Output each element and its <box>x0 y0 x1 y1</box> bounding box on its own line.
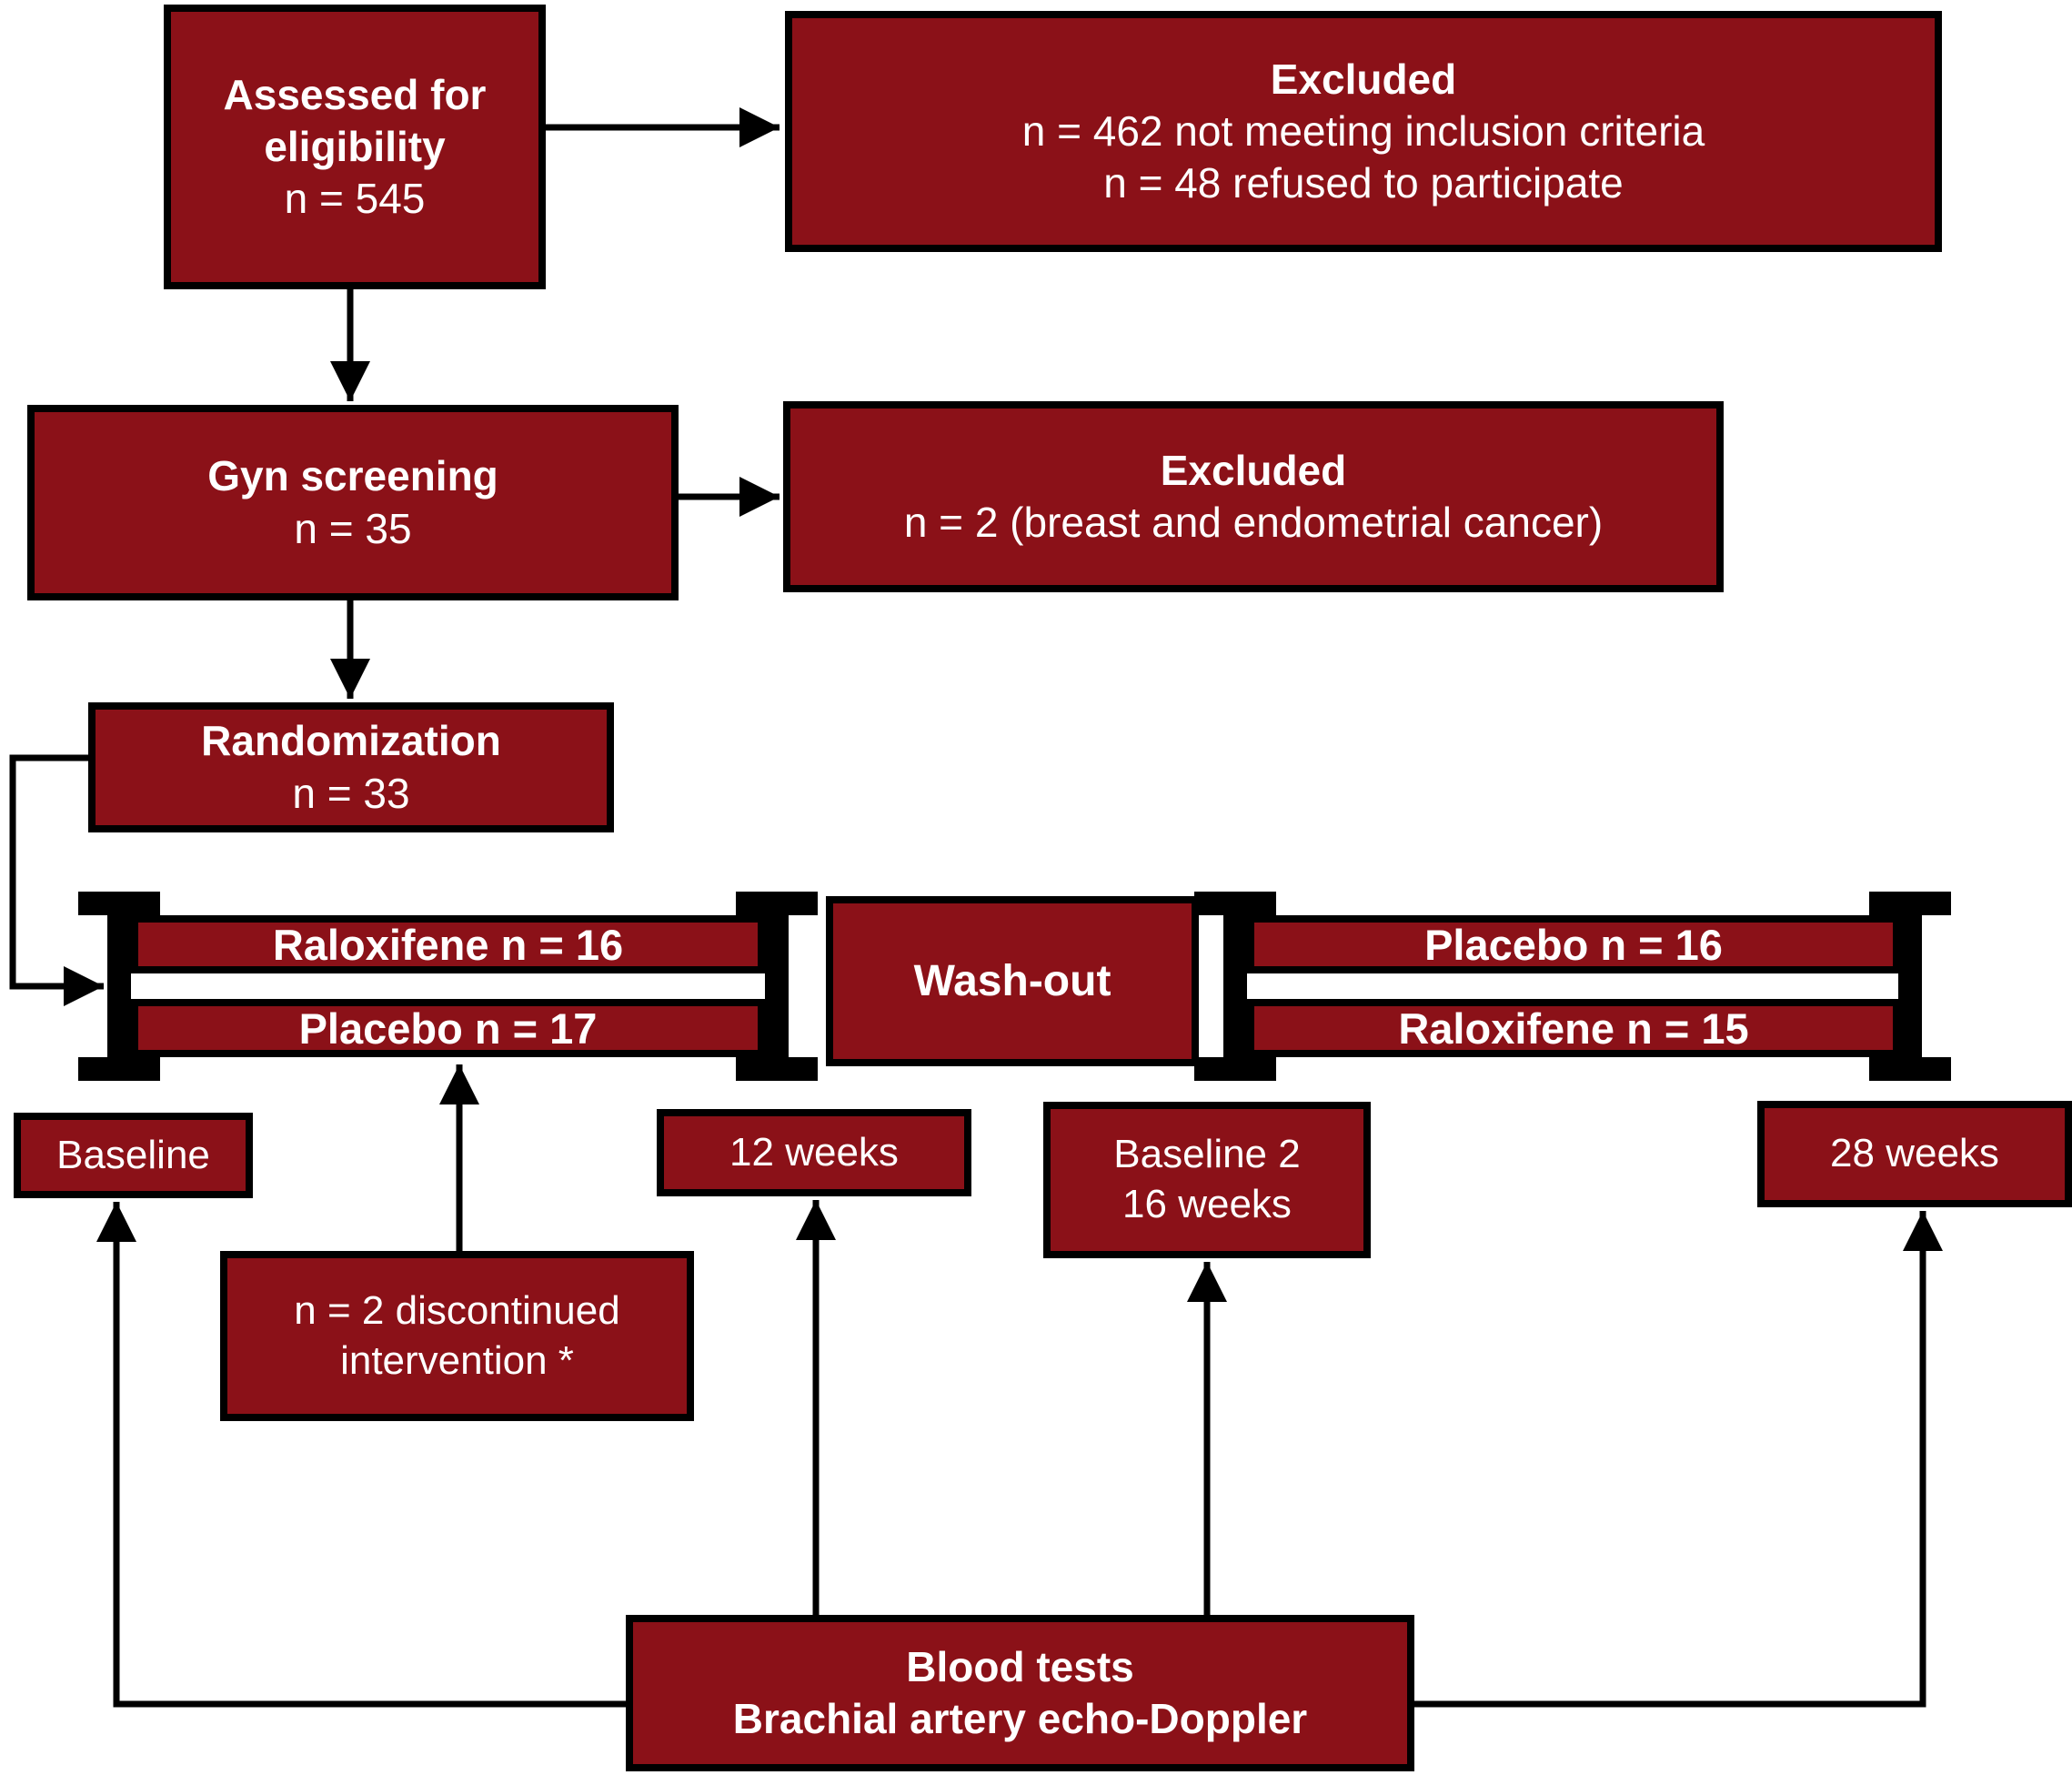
assessed-heading-line2: eligibility <box>264 122 446 170</box>
raloxifene-15-label: Raloxifene n = 15 <box>1398 1003 1749 1053</box>
placebo-17-bar: Placebo n = 17 <box>131 999 765 1057</box>
randomization-heading: Randomization <box>201 717 501 765</box>
right-group-left-bracket-cap-bottom <box>1194 1057 1276 1081</box>
excluded2-detail: n = 2 (breast and endometrial cancer) <box>903 499 1604 546</box>
baseline2-box: Baseline 2 16 weeks <box>1043 1102 1371 1258</box>
right-group-left-bracket-cap-top <box>1194 892 1276 915</box>
placebo-17-label: Placebo n = 17 <box>298 1003 598 1053</box>
left-group-left-bracket-cap-bottom <box>78 1057 160 1081</box>
left-group-left-bracket-cap-top <box>78 892 160 915</box>
gyn-count: n = 35 <box>294 504 412 552</box>
washout-box: Wash-out <box>826 896 1199 1066</box>
randomization-box: Randomization n = 33 <box>88 702 614 832</box>
assessed-eligibility-box: Assessed for eligibility n = 545 <box>164 5 546 289</box>
week28-label: 28 weeks <box>1830 1131 1999 1176</box>
raloxifene-16-bar: Raloxifene n = 16 <box>131 915 765 973</box>
arrow-bloodtests-to-week28 <box>1414 1211 1943 1708</box>
week28-box: 28 weeks <box>1757 1101 2072 1207</box>
excluded1-heading: Excluded <box>1270 55 1457 103</box>
placebo-16-bar: Placebo n = 16 <box>1247 915 1900 973</box>
discontinued-line2: intervention * <box>340 1337 574 1383</box>
discontinued-line1: n = 2 discontinued <box>294 1287 620 1333</box>
arrow-randomization-to-arms <box>9 754 104 1006</box>
baseline2-line2: 16 weeks <box>1122 1182 1292 1226</box>
excluded1-detail1: n = 462 not meeting inclusion criteria <box>1021 106 1705 155</box>
left-group-right-bracket-bar <box>765 892 789 1081</box>
excluded2-heading: Excluded <box>1160 446 1347 494</box>
arrow-bloodtests-to-baseline <box>96 1202 626 1708</box>
right-group-right-bracket-bar <box>1898 892 1922 1081</box>
placebo-16-label: Placebo n = 16 <box>1424 920 1723 969</box>
excluded1-detail2: n = 48 refused to participate <box>1103 159 1624 207</box>
blood-tests-line2: Brachial artery echo-Doppler <box>732 1695 1308 1742</box>
right-group-right-bracket-cap-bottom <box>1869 1057 1951 1081</box>
assessed-heading-line1: Assessed for <box>223 70 487 118</box>
blood-tests-box: Blood tests Brachial artery echo-Doppler <box>626 1615 1414 1771</box>
discontinued-box: n = 2 discontinued intervention * <box>220 1251 694 1421</box>
week12-label: 12 weeks <box>729 1129 899 1175</box>
left-group-right-bracket-cap-top <box>736 892 818 915</box>
gyn-heading: Gyn screening <box>207 452 498 500</box>
blood-tests-line1: Blood tests <box>906 1642 1134 1690</box>
baseline2-line1: Baseline 2 <box>1113 1132 1301 1177</box>
right-group-left-bracket-bar <box>1223 892 1247 1081</box>
raloxifene-15-bar: Raloxifene n = 15 <box>1247 999 1900 1057</box>
excluded-screening-box: Excluded n = 462 not meeting inclusion c… <box>785 11 1942 252</box>
left-group-right-bracket-cap-bottom <box>736 1057 818 1081</box>
left-group-left-bracket-bar <box>107 892 131 1081</box>
right-group-right-bracket-cap-top <box>1869 892 1951 915</box>
randomization-count: n = 33 <box>292 769 410 817</box>
baseline-box: Baseline <box>14 1113 253 1198</box>
week12-box: 12 weeks <box>657 1109 971 1196</box>
excluded-gyn-box: Excluded n = 2 (breast and endometrial c… <box>783 401 1724 592</box>
raloxifene-16-label: Raloxifene n = 16 <box>272 920 624 969</box>
gyn-screening-box: Gyn screening n = 35 <box>27 405 679 600</box>
washout-heading: Wash-out <box>913 956 1111 1005</box>
baseline-label: Baseline <box>56 1132 210 1177</box>
assessed-count: n = 545 <box>284 175 426 223</box>
